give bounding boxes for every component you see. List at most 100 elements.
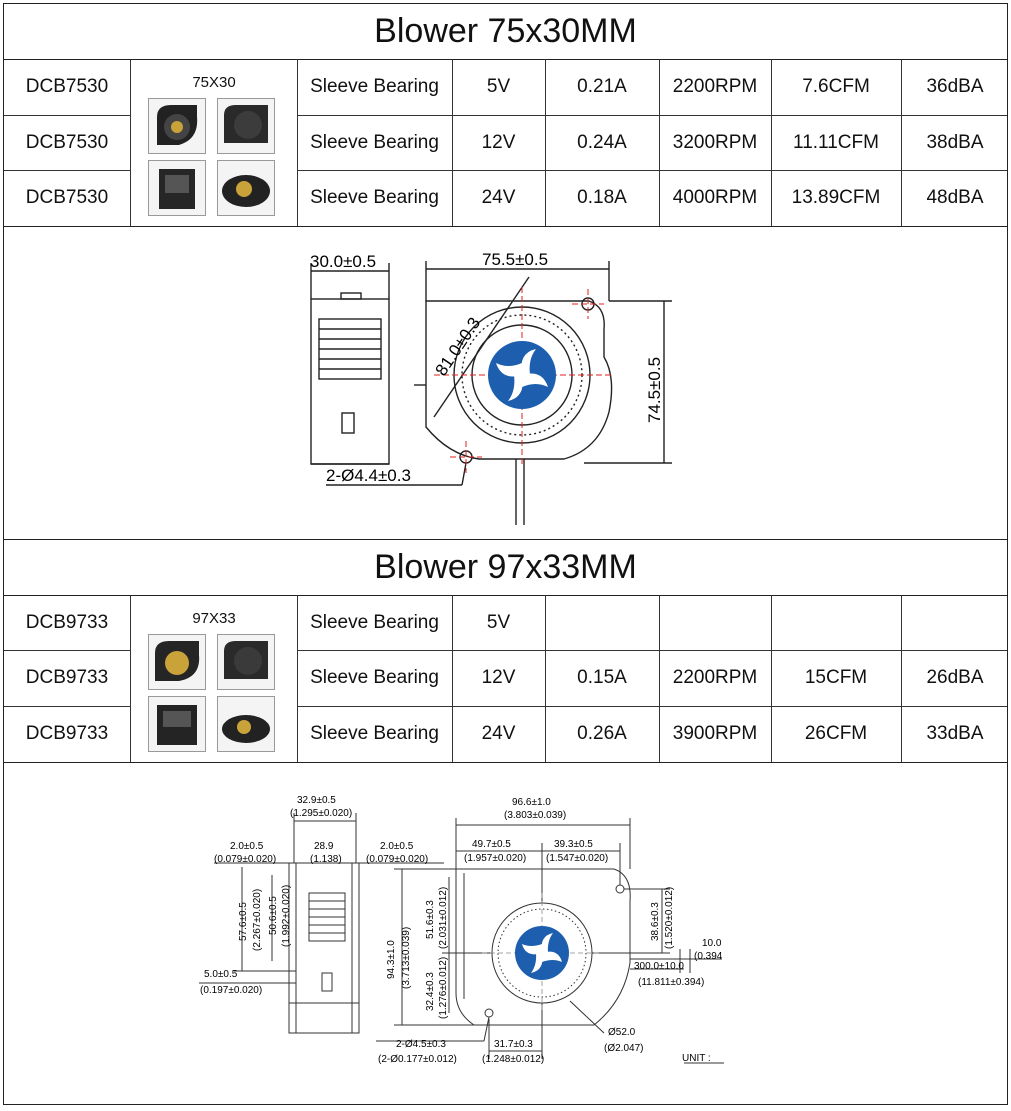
bearing-cell: Sleeve Bearing xyxy=(310,187,439,208)
dim-label: (1.547±0.020) xyxy=(546,853,608,864)
dim-label: 28.9 xyxy=(314,841,334,852)
voltage-cell: 12V xyxy=(481,667,516,688)
product-photo-cell: 75X30 xyxy=(131,60,297,225)
airflow-cell: 15CFM xyxy=(804,667,868,688)
dim-label: 300.0±10.0 xyxy=(634,961,684,972)
voltage-cell: 5V xyxy=(486,611,511,633)
dim-label: 96.6±1.0 xyxy=(512,797,551,808)
column-divider xyxy=(452,59,453,226)
current-cell: 0.15A xyxy=(577,667,627,688)
column-divider xyxy=(297,59,298,226)
current-cell: 0.18A xyxy=(577,187,627,208)
dim-label: (1.138) xyxy=(310,854,342,865)
dimension-drawing: 32.9±0.5 (1.295±0.020) 2.0±0.5 (0.079±0.… xyxy=(4,763,1007,1106)
blower-photo xyxy=(217,634,275,690)
section-title: Blower 97x33MM xyxy=(4,539,1007,596)
voltage-cell: 24V xyxy=(481,187,516,208)
dim-thickness: 30.0±0.5 xyxy=(310,252,376,271)
section-title: Blower 75x30MM xyxy=(4,4,1007,60)
dimension-drawing: 30.0±0.5 75.5±0.5 81.0±0.3 74.5±0.5 2-Ø4… xyxy=(4,227,1007,540)
dim-label: (Ø2.047) xyxy=(604,1043,643,1054)
column-divider xyxy=(297,595,298,762)
dim-label: (11.811±0.394) xyxy=(638,977,704,988)
spec-sheet: Blower 75x30MM DCB7530 Sleeve Bearing 5V… xyxy=(3,3,1008,1105)
dim-label: (2.031±0.012) xyxy=(438,887,449,949)
unit-label: UNIT : xyxy=(682,1053,711,1064)
dim-label: (1.957±0.020) xyxy=(464,853,526,864)
dim-label: (3.713±0.039) xyxy=(401,927,412,989)
blower-photo xyxy=(148,696,206,752)
dim-label: 32.4±0.3 xyxy=(425,972,436,1011)
bearing-cell: Sleeve Bearing xyxy=(310,723,439,744)
column-divider xyxy=(452,595,453,762)
column-divider xyxy=(545,595,546,762)
dim-width: 75.5±0.5 xyxy=(482,250,548,269)
blower-photo xyxy=(217,160,275,216)
dim-label: 94.3±1.0 xyxy=(386,940,397,979)
table-row: DCB7530 Sleeve Bearing 24V 0.18A 4000RPM… xyxy=(4,170,1007,227)
speed-cell: 3900RPM xyxy=(672,723,758,744)
photo-caption: 97X33 xyxy=(192,610,236,627)
column-divider xyxy=(901,59,902,226)
airflow-cell: 7.6CFM xyxy=(802,76,870,97)
speed-cell: 2200RPM xyxy=(672,667,758,688)
model-cell: DCB7530 xyxy=(25,131,109,153)
dim-label: 5.0±0.5 xyxy=(204,969,238,980)
dim-label: 49.7±0.5 xyxy=(472,839,511,850)
model-cell: DCB9733 xyxy=(25,611,109,633)
noise-cell: 36dBA xyxy=(926,76,984,97)
model-cell: DCB7530 xyxy=(25,187,109,208)
blower-photo xyxy=(148,634,206,690)
airflow-cell: 26CFM xyxy=(804,723,868,744)
product-photo-cell: 97X33 xyxy=(131,596,297,761)
dim-label: 2-Ø4.5±0.3 xyxy=(396,1039,446,1050)
dim-label: (1.248±0.012) xyxy=(482,1054,544,1065)
dim-diagonal: 81.0±0.3 xyxy=(432,314,485,379)
noise-cell: 48dBA xyxy=(926,187,984,208)
column-divider xyxy=(771,595,772,762)
speed-cell: 4000RPM xyxy=(672,187,758,208)
table-row: DCB9733 Sleeve Bearing 24V 0.26A 3900RPM… xyxy=(4,706,1007,763)
column-divider xyxy=(130,595,131,762)
dim-label: (0.394 xyxy=(694,951,723,962)
dim-label: (1.295±0.020) xyxy=(290,808,352,819)
dim-label: 2.0±0.5 xyxy=(380,841,414,852)
noise-cell: 26dBA xyxy=(926,667,984,688)
column-divider xyxy=(659,595,660,762)
dim-label: (1.992±0.020) xyxy=(281,885,292,947)
model-cell: DCB9733 xyxy=(25,667,109,688)
airflow-cell xyxy=(771,595,901,650)
table-row: DCB7530 Sleeve Bearing 12V 0.24A 3200RPM… xyxy=(4,115,1007,171)
speed-cell: 2200RPM xyxy=(672,76,758,97)
dim-label: (3.803±0.039) xyxy=(504,810,566,821)
dim-label: (0.197±0.020) xyxy=(200,985,262,996)
bearing-cell: Sleeve Bearing xyxy=(310,667,439,688)
dim-label: 32.9±0.5 xyxy=(297,795,336,806)
dim-label: 50.6±0.5 xyxy=(268,896,279,935)
model-cell: DCB7530 xyxy=(25,76,109,97)
dim-label: 31.7±0.3 xyxy=(494,1039,533,1050)
airflow-cell: 13.89CFM xyxy=(791,187,881,208)
table-row: DCB9733 Sleeve Bearing 5V xyxy=(4,595,1007,651)
current-cell: 0.24A xyxy=(577,131,627,153)
dim-label: (1.276±0.012) xyxy=(438,957,449,1019)
dim-label: (1.520±0.012) xyxy=(664,887,675,949)
current-cell: 0.26A xyxy=(577,723,627,744)
dim-label: (2-Ø0.177±0.012) xyxy=(378,1054,457,1065)
dim-holes: 2-Ø4.4±0.3 xyxy=(326,466,411,485)
table-row: DCB9733 Sleeve Bearing 12V 0.15A 2200RPM… xyxy=(4,650,1007,707)
blower-photo xyxy=(148,98,206,154)
voltage-cell: 12V xyxy=(481,131,516,153)
bearing-cell: Sleeve Bearing xyxy=(310,611,439,633)
column-divider xyxy=(130,59,131,226)
dim-label: 51.6±0.3 xyxy=(425,900,436,939)
speed-cell xyxy=(659,595,771,650)
blower-photo xyxy=(148,160,206,216)
speed-cell: 3200RPM xyxy=(672,131,758,153)
photo-caption: 75X30 xyxy=(192,74,236,91)
dim-label: (0.079±0.020) xyxy=(366,854,428,865)
noise-cell: 33dBA xyxy=(926,723,984,744)
current-cell: 0.21A xyxy=(577,76,627,97)
column-divider xyxy=(659,59,660,226)
dim-label: 10.0 xyxy=(702,938,722,949)
